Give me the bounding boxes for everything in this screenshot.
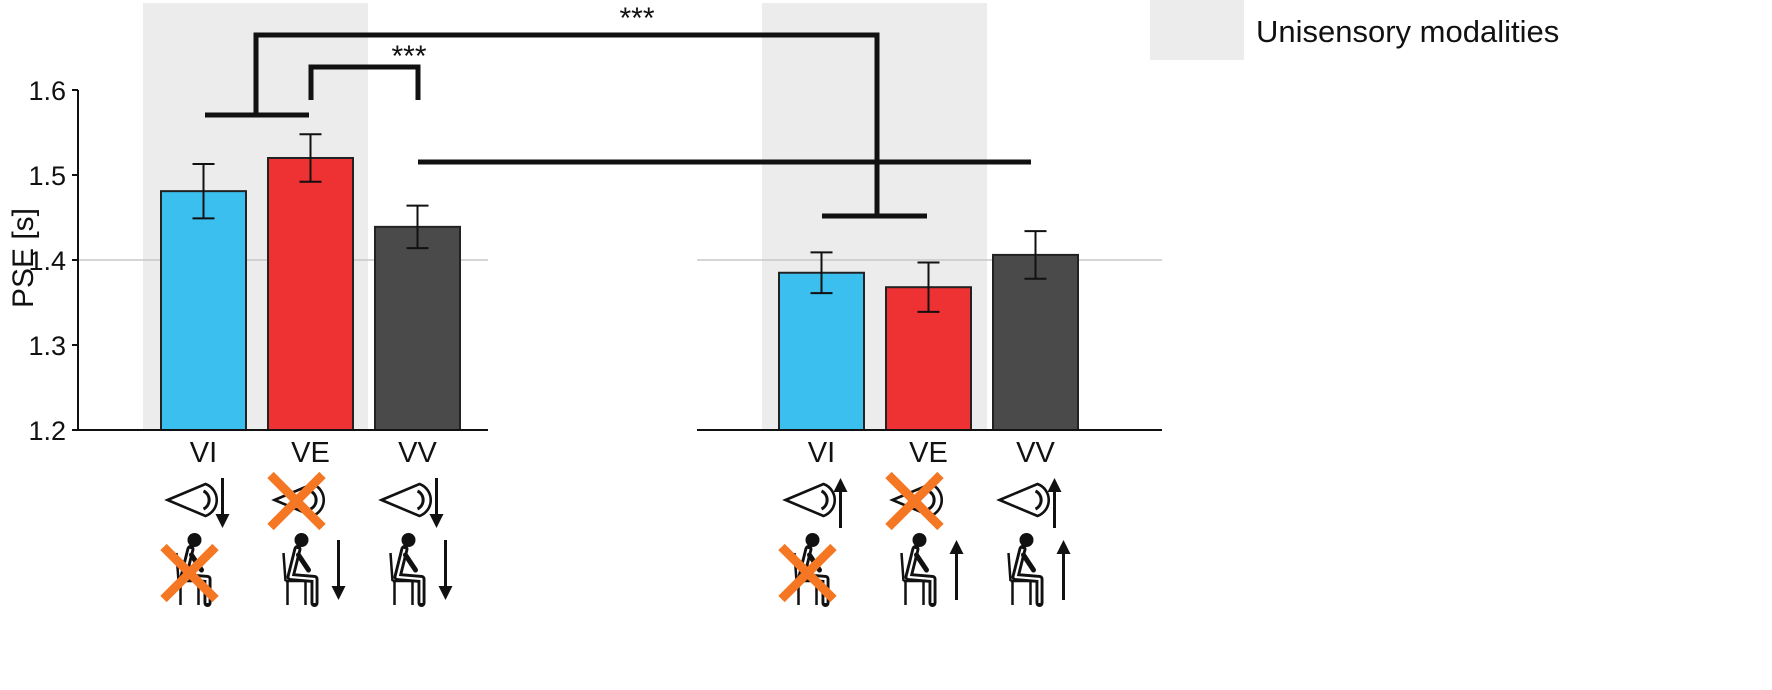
eye-pupil (927, 489, 936, 511)
y-tick-label: 1.4 (28, 246, 66, 276)
cross-stroke-b (778, 543, 837, 603)
eye-pupil (416, 489, 425, 511)
eye-icon (378, 482, 432, 518)
y-tick-label: 1.5 (28, 161, 66, 191)
seated-person-icon (389, 533, 426, 607)
eye-motion-arrow-1-vv (429, 478, 444, 528)
person-arm (914, 552, 929, 573)
bar-1-vv (374, 225, 461, 431)
cross-stroke-b (885, 471, 944, 531)
error-bar-2-ve (917, 261, 940, 313)
seated-person-icon (1007, 533, 1044, 607)
person-head (187, 533, 202, 547)
eye-motion-arrow-2-vi (833, 478, 848, 528)
significance-label-long: *** (619, 2, 654, 35)
eye-outline (782, 482, 836, 518)
significance-brackets (205, 32, 1031, 219)
arrow-head (833, 478, 848, 492)
body-motion-arrow-1-vv (438, 540, 453, 600)
chair (1007, 552, 1033, 605)
chair (389, 552, 415, 605)
body-cross-2-vi (778, 543, 837, 603)
arrow-head (429, 514, 444, 528)
cue-icons (160, 471, 1071, 607)
arrow-head (1056, 540, 1071, 554)
y-tick-label: 1.6 (28, 76, 66, 106)
error-bar-1-ve (299, 133, 322, 183)
body-motion-arrow-1-ve (331, 540, 346, 600)
cross-stroke-b (160, 543, 219, 603)
error-bar-1-vi (192, 162, 215, 220)
axes: VI VE VV VI VE VV 1.2 1.3 1.4 1.5 1.6 (28, 76, 1162, 469)
bar-1-ve (267, 157, 354, 431)
eye-outline (164, 482, 218, 518)
seated-person-icon (282, 533, 319, 607)
cross-stroke-b (267, 471, 326, 531)
body-motion-arrow-2-ve (949, 540, 964, 600)
legend-swatch (1150, 0, 1244, 60)
person-body-highlight (289, 548, 316, 603)
eye-pupil (309, 489, 318, 511)
person-head (1019, 533, 1034, 547)
x-tick-label-2-vi: VI (808, 437, 835, 469)
person-body-highlight (1014, 548, 1041, 603)
y-tick-label: 1.2 (28, 416, 66, 446)
significance-bracket-short (308, 64, 421, 100)
person-arm (296, 552, 311, 573)
eye-pupil (1034, 489, 1043, 511)
bars (160, 157, 1079, 432)
eye-outline (996, 482, 1050, 518)
bar-1-vi (160, 190, 247, 431)
arrow-head (331, 586, 346, 600)
eye-motion-arrow-1-vi (215, 478, 230, 528)
arrow-head (949, 540, 964, 554)
legend-label: Unisensory modalities (1256, 14, 1559, 49)
arrow-head (438, 586, 453, 600)
body-cross-1-vi (160, 543, 219, 603)
eye-pupil (202, 489, 211, 511)
bar-2-vv (992, 253, 1079, 431)
bar-2-vi (778, 271, 865, 431)
person-head (805, 533, 820, 547)
y-axis-label: PSE [s] (7, 208, 40, 308)
eye-icon (164, 482, 218, 518)
person-head (294, 533, 309, 547)
eye-motion-arrow-2-vv (1047, 478, 1062, 528)
seated-person-icon (900, 533, 937, 607)
x-tick-label-1-ve: VE (291, 437, 330, 469)
error-bar-1-vv (406, 204, 429, 250)
x-tick-label-1-vi: VI (190, 437, 217, 469)
arrow-head (1047, 478, 1062, 492)
arrow-head (215, 514, 230, 528)
significance-bracket-long (253, 32, 880, 216)
x-tick-label-2-vv: VV (1016, 437, 1055, 469)
person-head (912, 533, 927, 547)
body-motion-arrow-2-vv (1056, 540, 1071, 600)
chair (282, 552, 308, 605)
person-head (401, 533, 416, 547)
eye-cross-1-ve (267, 471, 326, 531)
error-bar-2-vi (810, 251, 833, 295)
chair (900, 552, 926, 605)
person-body-highlight (396, 548, 423, 603)
eye-icon (996, 482, 1050, 518)
person-body-highlight (907, 548, 934, 603)
eye-cross-2-ve (885, 471, 944, 531)
eye-icon (782, 482, 836, 518)
person-arm (1021, 552, 1036, 573)
significance-label-short: *** (391, 40, 426, 73)
error-bar-2-vv (1024, 230, 1047, 280)
y-tick-label: 1.3 (28, 331, 66, 361)
x-tick-label-2-ve: VE (909, 437, 948, 469)
eye-outline (378, 482, 432, 518)
x-tick-label-1-vv: VV (398, 437, 437, 469)
person-arm (403, 552, 418, 573)
eye-pupil (820, 489, 829, 511)
error-bars (192, 133, 1047, 313)
